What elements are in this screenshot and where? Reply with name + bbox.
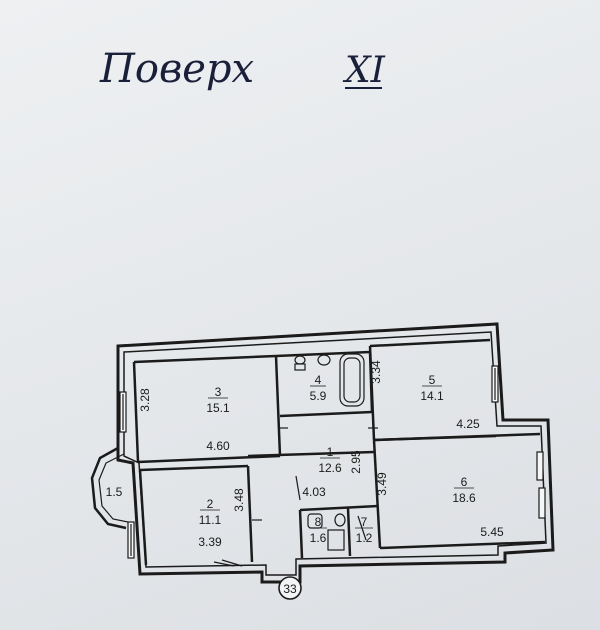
entrance-label: 33: [283, 582, 297, 596]
room-1-area: 12.6: [318, 461, 342, 475]
dim-room3-width: 4.60: [206, 439, 230, 453]
bathroom-fixtures: [294, 353, 365, 551]
dimension-labels: 3.28 4.60 3.34 4.25 2.95 4.03 3.48 3.49 …: [106, 360, 504, 549]
dim-room6-width: 5.45: [480, 525, 504, 539]
dim-bay-depth: 1.5: [106, 485, 123, 499]
bay-window-inner: [98, 453, 129, 523]
room-7-area: 1.2: [356, 531, 373, 545]
interior-walls: [132, 338, 546, 566]
dim-hall-height: 2.95: [349, 450, 363, 474]
floor-title: Поверх: [99, 46, 254, 92]
room-8-number: 8: [315, 515, 322, 529]
dim-room6-height: 3.49: [375, 472, 389, 496]
room-4-number: 4: [315, 373, 322, 387]
dim-hall-width: 4.03: [302, 485, 326, 499]
room-3-number: 3: [215, 385, 222, 399]
room-6-number: 6: [461, 475, 468, 489]
room-labels: 3 15.1 4 5.9 5 14.1 1 12.6 6 18.6 2 11.1…: [199, 373, 476, 545]
bay-window: [90, 446, 127, 530]
dim-room2-height: 3.48: [232, 488, 246, 512]
room-5-area: 14.1: [420, 389, 444, 403]
room-7-number: 7: [361, 515, 368, 529]
dim-room5-height: 3.34: [369, 360, 383, 384]
room-8-area: 1.6: [310, 531, 327, 545]
room-6-area: 18.6: [452, 491, 476, 505]
room-4-area: 5.9: [310, 389, 327, 403]
room-5-number: 5: [429, 373, 436, 387]
room-2-area: 11.1: [199, 513, 222, 527]
floor-number: XI: [342, 50, 386, 91]
room-2-number: 2: [207, 497, 214, 511]
room-1-number: 1: [327, 445, 334, 459]
room-3-area: 15.1: [206, 401, 230, 415]
dim-room3-height: 3.28: [138, 388, 152, 412]
entrance-circle: [278, 576, 302, 600]
windows: [119, 365, 546, 559]
door-marks: [213, 427, 378, 567]
dim-room2-width: 3.39: [198, 535, 222, 549]
dim-room5-width: 4.25: [456, 417, 480, 431]
